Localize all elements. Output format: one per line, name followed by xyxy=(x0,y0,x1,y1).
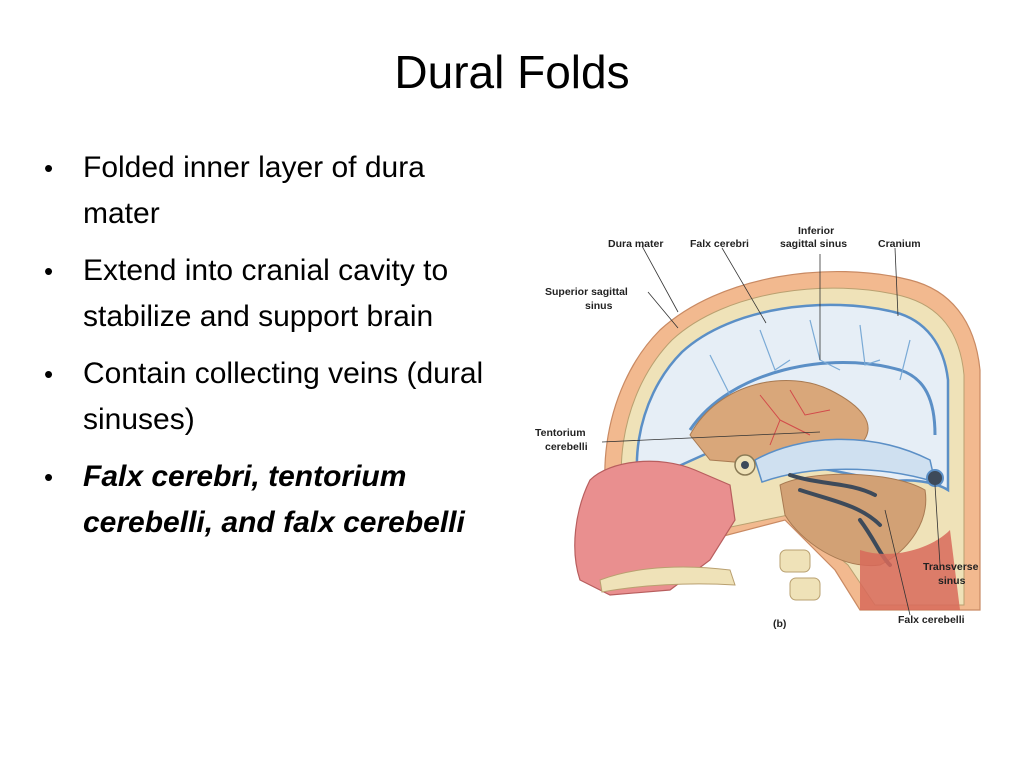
hard-palate xyxy=(599,566,736,593)
transverse-sinus xyxy=(926,469,944,487)
label-panel-b: (b) xyxy=(773,618,786,630)
bullet-dot: • xyxy=(44,256,54,286)
label-transverse-1: Transverse xyxy=(923,561,979,573)
cavernous-sinus xyxy=(741,461,749,469)
vertebrae xyxy=(779,549,821,601)
bullet-text: Falx cerebri, tentorium cerebelli, and f… xyxy=(83,460,465,539)
slide-title: Dural Folds xyxy=(394,46,630,98)
bullet-text: Contain collecting veins (dural sinuses) xyxy=(83,357,484,436)
label-transverse-2: sinus xyxy=(938,575,966,587)
label-dura-mater: Dura mater xyxy=(608,238,663,250)
label-falx-cerebelli: Falx cerebelli xyxy=(898,614,965,626)
bullet-item: • Extend into cranial cavity to stabiliz… xyxy=(44,248,504,340)
bullet-text: Folded inner layer of dura mater xyxy=(83,151,425,230)
bullet-dot: • xyxy=(44,462,54,492)
label-inferior-1: Inferior xyxy=(798,225,834,237)
label-superior-2: sinus xyxy=(585,300,613,312)
label-tentorium-2: cerebelli xyxy=(545,441,588,453)
label-cranium: Cranium xyxy=(878,238,921,250)
label-superior-1: Superior sagittal xyxy=(545,286,628,298)
dural-folds-illustration: Dura mater Falx cerebri Inferior sagitta… xyxy=(530,220,1000,640)
bullet-dot: • xyxy=(44,153,54,183)
head-sagittal-section: Dura mater Falx cerebri Inferior sagitta… xyxy=(535,225,981,630)
inferior-sagittal-sinus xyxy=(688,361,937,436)
label-falx-cerebri: Falx cerebri xyxy=(690,238,749,250)
bullet-item: • Falx cerebri, tentorium cerebelli, and… xyxy=(44,454,504,546)
nasal-region xyxy=(574,460,736,596)
label-inferior-2: sagittal sinus xyxy=(780,238,847,250)
bullet-dot: • xyxy=(44,359,54,389)
bullet-item: • Contain collecting veins (dural sinuse… xyxy=(44,351,504,443)
bullet-text: Extend into cranial cavity to stabilize … xyxy=(83,254,449,333)
label-tentorium-1: Tentorium xyxy=(535,427,586,439)
neck-muscle xyxy=(860,530,960,610)
leader-lines xyxy=(601,245,941,616)
bullet-list: • Folded inner layer of dura mater • Ext… xyxy=(44,145,504,557)
bullet-item: • Folded inner layer of dura mater xyxy=(44,145,504,237)
